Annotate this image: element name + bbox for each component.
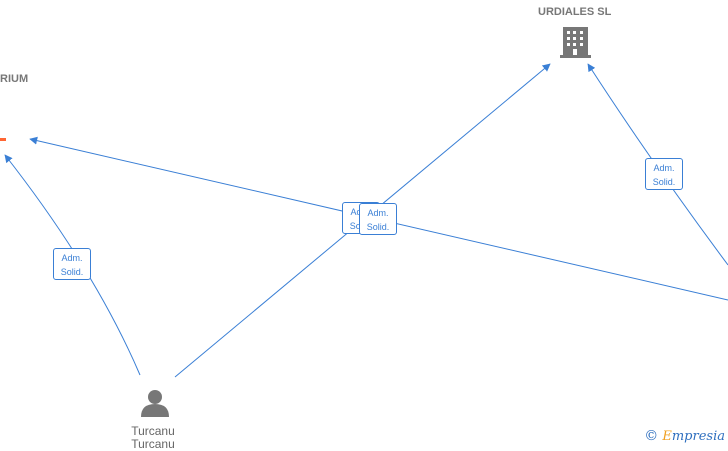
role-line2: Solid.: [652, 177, 676, 187]
empresia-logo[interactable]: © Empresia: [644, 428, 725, 444]
role-line1: Adm.: [653, 163, 675, 173]
role-line1: Adm.: [61, 253, 83, 263]
person-label[interactable]: Turcanu Turcanu: [113, 425, 193, 451]
role-badge[interactable]: Adm. Solid.: [645, 158, 683, 190]
role-line1: Adm.: [367, 208, 389, 218]
copyright-symbol: ©: [644, 428, 659, 444]
person-icon[interactable]: [141, 390, 169, 417]
person-name-line2: Turcanu: [131, 437, 175, 451]
person-name-line1: Turcanu: [131, 424, 175, 438]
company-label[interactable]: RIUM: [0, 73, 29, 85]
building-icon[interactable]: [560, 27, 591, 58]
building-icon[interactable]: [0, 108, 6, 141]
role-badge[interactable]: Adm. Solid.: [53, 248, 91, 280]
brand-name-rest: mpresia: [671, 429, 725, 444]
brand-first-letter: E: [662, 429, 672, 444]
role-badge[interactable]: Adm. Solid.: [359, 203, 397, 235]
role-line2: Solid.: [366, 222, 390, 232]
company-label[interactable]: URDIALES SL: [538, 6, 612, 18]
role-line2: Solid.: [60, 267, 84, 277]
